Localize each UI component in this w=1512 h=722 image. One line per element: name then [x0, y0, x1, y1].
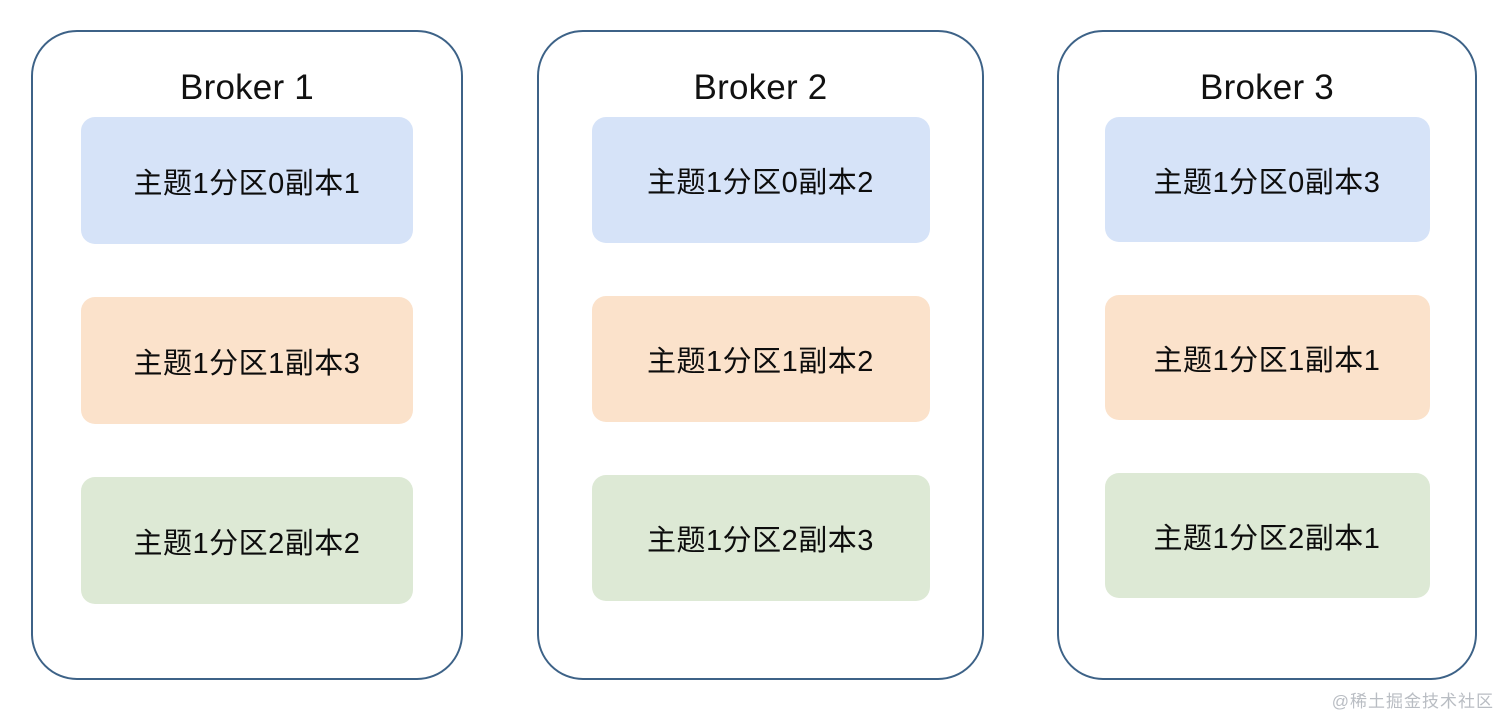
- replica-pill: 主题1分区1副本2: [591, 296, 930, 423]
- replica-pill: 主题1分区2副本2: [81, 477, 413, 605]
- replica-pill: 主题1分区2副本3: [591, 475, 930, 602]
- replica-pill: 主题1分区0副本2: [591, 117, 930, 244]
- broker-card-2: Broker 2 主题1分区0副本2 主题1分区1副本2 主题1分区2副本3: [537, 30, 984, 680]
- replica-pill: 主题1分区0副本1: [81, 117, 413, 245]
- watermark: @稀土掘金技术社区: [1331, 692, 1494, 711]
- replica-list: 主题1分区0副本1 主题1分区1副本3 主题1分区2副本2: [33, 117, 461, 678]
- replica-pill: 主题1分区2副本1: [1104, 473, 1430, 599]
- broker-title: Broker 1: [180, 68, 314, 107]
- replica-pill: 主题1分区0副本3: [1104, 117, 1430, 243]
- replica-list: 主题1分区0副本2 主题1分区1副本2 主题1分区2副本3: [539, 117, 982, 678]
- replica-pill: 主题1分区1副本3: [81, 297, 413, 425]
- broker-title: Broker 2: [693, 68, 828, 107]
- broker-card-1: Broker 1 主题1分区0副本1 主题1分区1副本3 主题1分区2副本2: [31, 30, 463, 680]
- replica-list: 主题1分区0副本3 主题1分区1副本1 主题1分区2副本1: [1059, 117, 1475, 678]
- broker-title: Broker 3: [1200, 68, 1334, 107]
- replica-pill: 主题1分区1副本1: [1104, 295, 1430, 421]
- broker-card-3: Broker 3 主题1分区0副本3 主题1分区1副本1 主题1分区2副本1: [1057, 30, 1477, 680]
